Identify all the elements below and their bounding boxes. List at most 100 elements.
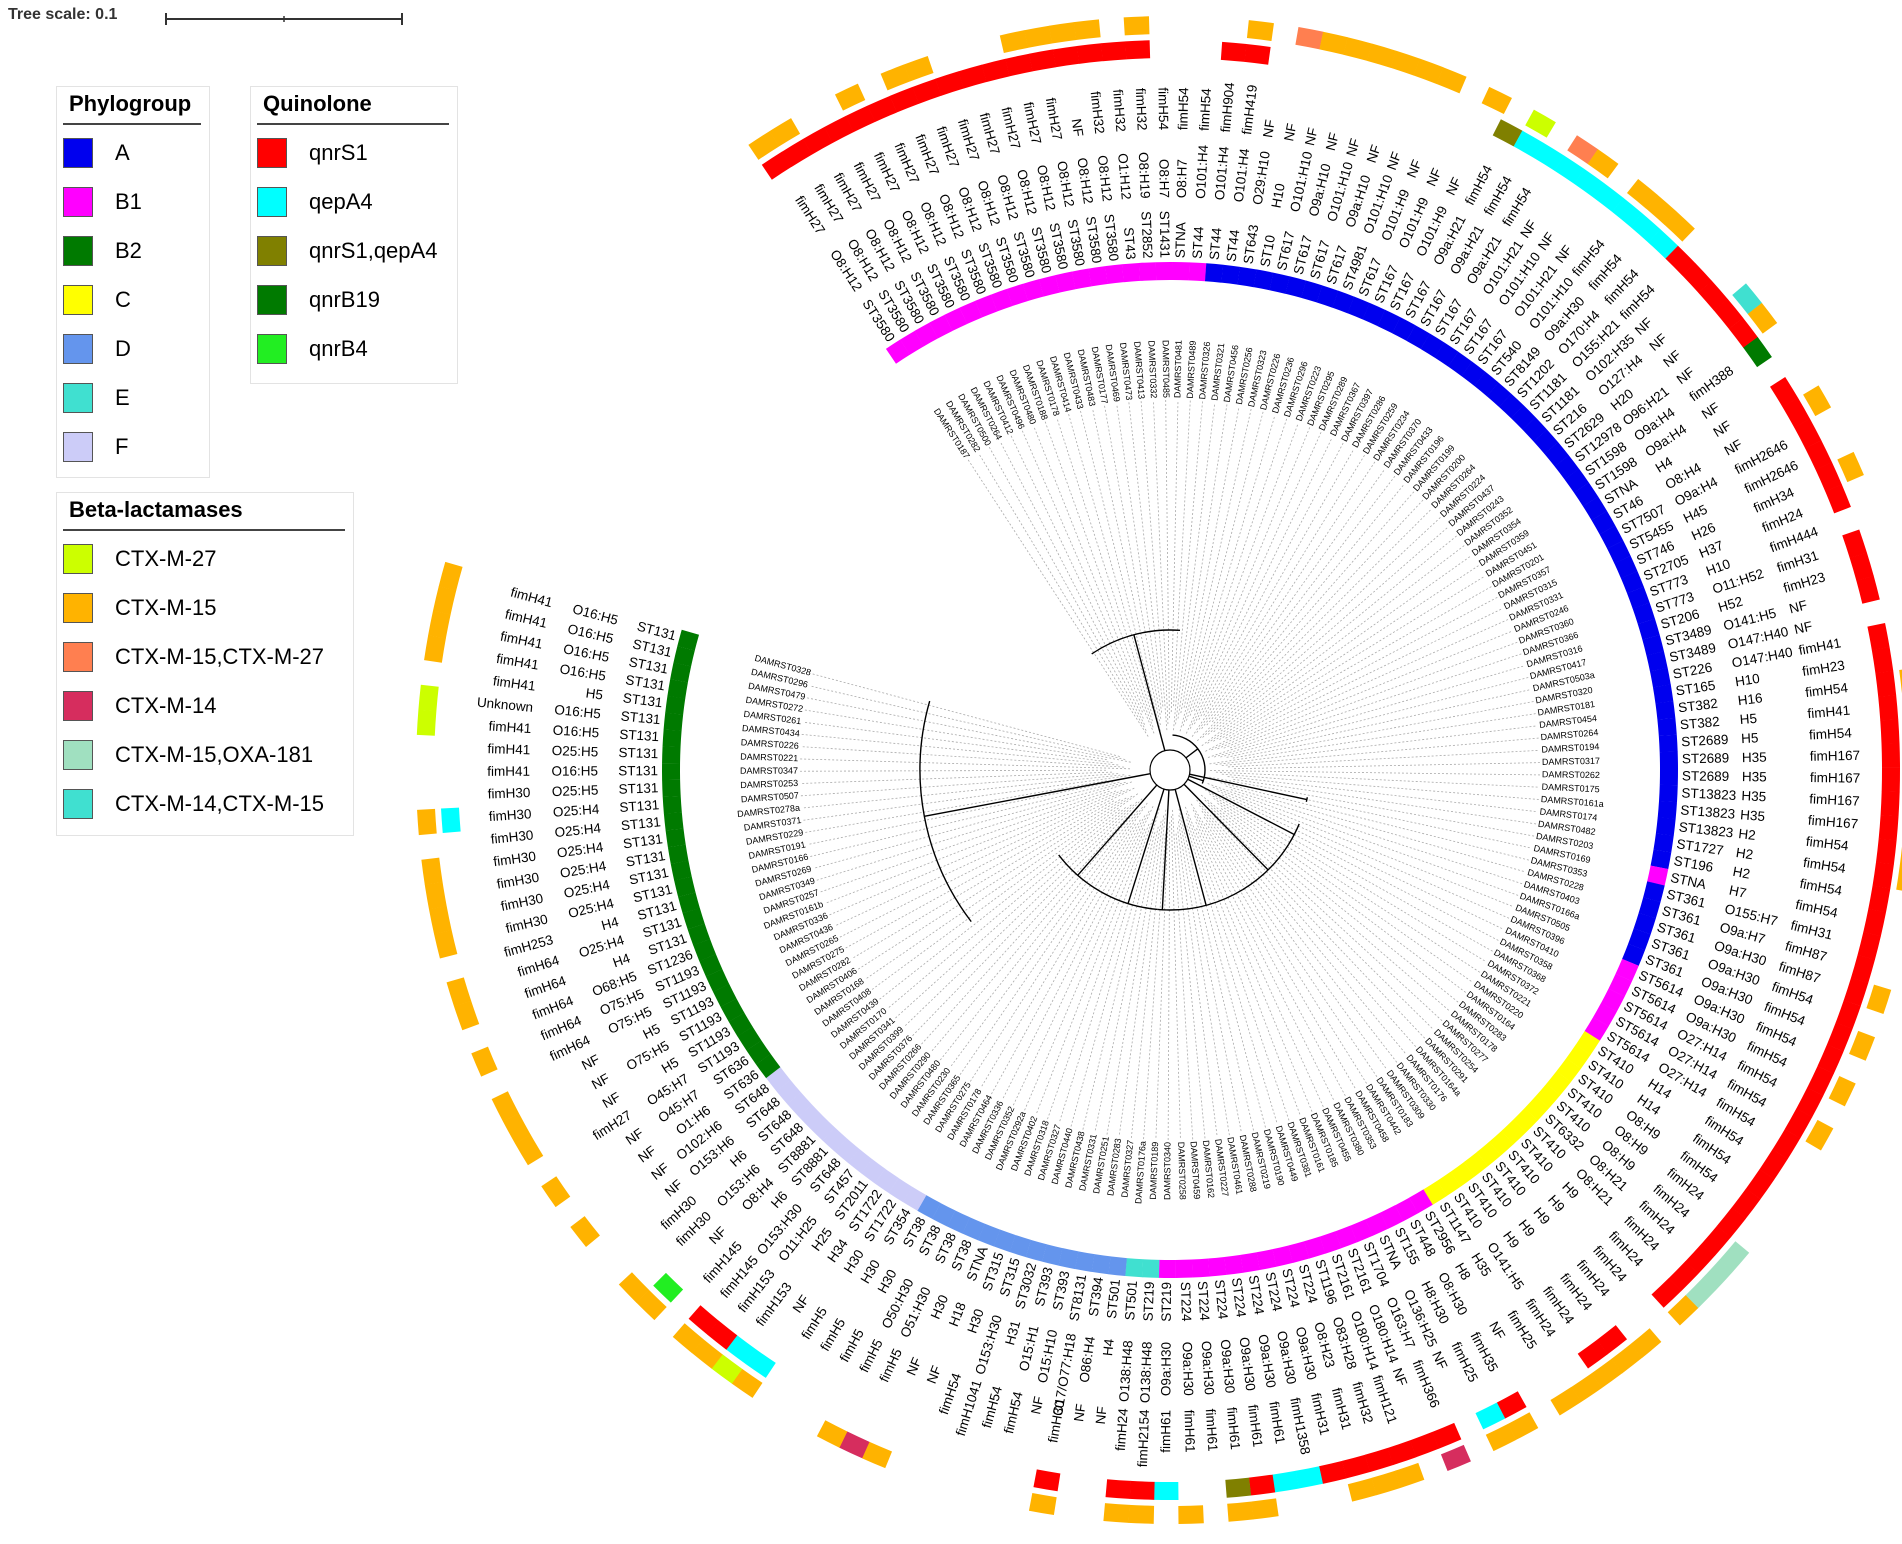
phylogroup-segment — [962, 1217, 985, 1241]
phylogroup-segment — [1622, 943, 1646, 966]
sequence-type: ST501 — [1104, 1278, 1123, 1319]
fimh-type: fimH54 — [979, 1384, 1005, 1430]
leaf-connector — [1012, 806, 1154, 1106]
quinolone-segment — [824, 115, 854, 144]
isolate-id: DAMRST0317 — [1542, 756, 1600, 767]
leaf-connector — [1143, 833, 1166, 1140]
quinolone-segment — [1875, 838, 1897, 865]
sequence-type: STNA — [1669, 870, 1707, 892]
phylogroup-segment — [1423, 1180, 1448, 1205]
isolate-id: DAMRST0175 — [1541, 782, 1599, 795]
fimh-type: fimH30 — [490, 827, 534, 846]
phylogroup-segment — [1566, 1044, 1591, 1069]
phylogroup-segment — [1649, 667, 1671, 688]
quinolone-segment — [1272, 1470, 1300, 1493]
leaf-connector — [1155, 827, 1169, 1140]
leaf-connector — [1173, 401, 1203, 731]
leaf-connector — [1128, 402, 1164, 707]
phylogroup-segment — [1175, 1259, 1193, 1278]
beta-lactamase-segment — [446, 977, 472, 1007]
fimh-type: NF — [1424, 166, 1445, 189]
clade-branch — [1077, 784, 1158, 876]
isolate-id: DAMRST0489 — [1185, 340, 1198, 398]
phylogroup-segment — [1409, 1189, 1433, 1214]
quinolone-segment — [1129, 1480, 1155, 1500]
beta-lactamase-segment — [1899, 846, 1902, 866]
phylogroup-segment — [947, 1210, 970, 1234]
beta-lactamase-segment — [515, 1134, 544, 1166]
beta-lactamase-segment — [434, 929, 458, 959]
phylogroup-segment — [1188, 262, 1207, 282]
fimh-labels: fimH27fimH27fimH27fimH27fimH27fimH27fimH… — [476, 81, 1860, 1467]
fimh-type: NF — [790, 1292, 813, 1315]
leaf-connector — [1229, 641, 1518, 749]
sequence-type: ST131 — [625, 848, 667, 869]
phylogroup-segment — [993, 1229, 1016, 1253]
fimh-type: fimH27 — [1043, 97, 1065, 142]
legend-phylogroup-item: C — [63, 284, 131, 316]
isolate-id: DAMRST0176a — [1133, 1141, 1147, 1205]
beta-lactamase-segment — [1626, 178, 1658, 209]
beta-lactamase-segment — [416, 709, 437, 736]
leaf-connector — [879, 809, 1121, 1000]
quinolone-segment — [1364, 1447, 1394, 1473]
tree-root — [1149, 749, 1191, 791]
fimh-type: fimH54 — [1175, 87, 1191, 131]
quinolone-segment — [1577, 1339, 1608, 1369]
leaf-connector — [1219, 535, 1457, 730]
quinolone-segment — [1856, 575, 1880, 604]
leaf-connector — [800, 758, 1131, 770]
phylogroup-segment — [1638, 897, 1661, 919]
phylogroup-segment — [1463, 1152, 1489, 1177]
serotype: H4 — [611, 950, 633, 970]
phylogroup-segment — [1141, 1259, 1160, 1278]
serotype: H35 — [1742, 750, 1767, 765]
leaf-connector — [1211, 810, 1434, 1030]
leaf-connector — [1206, 483, 1405, 726]
leaf-connector — [1227, 749, 1540, 768]
leaf-connector — [1186, 825, 1278, 1125]
serotype: H35 — [1742, 769, 1767, 784]
leaf-connector — [1209, 713, 1536, 765]
legend-quinolone-item: qnrS1,qepA4 — [257, 235, 437, 267]
phylogroup-segment — [1633, 912, 1656, 935]
fimh-type: fimH41 — [492, 673, 536, 693]
beta-lactamase-segment — [1630, 1328, 1662, 1359]
sequence-type: ST219 — [1140, 1281, 1157, 1321]
phylogroup-segment — [665, 695, 686, 715]
quinolone-segment — [1596, 1325, 1628, 1355]
phylogroup-segment — [665, 828, 686, 848]
serotype: O8:H12 — [1074, 157, 1096, 205]
leaf-connector — [1199, 805, 1407, 1055]
serotype: H7 — [1728, 883, 1748, 901]
phylogroup-segment — [1450, 1162, 1475, 1187]
leaf-connector — [967, 459, 1149, 737]
quinolone-segment — [1475, 1402, 1506, 1430]
sequence-type: ST131 — [618, 780, 658, 796]
leaf-connector — [839, 787, 1135, 938]
phylogroup-segment — [1499, 393, 1524, 419]
phylogroup-segment — [1486, 382, 1512, 408]
fimh-type: fimH167 — [1810, 770, 1860, 786]
quinolone-segment — [1871, 646, 1894, 674]
leaf-connector — [1204, 799, 1451, 1012]
beta-lactamase-segment — [1343, 37, 1373, 61]
beta-lactamase-segment — [1024, 25, 1053, 48]
phylogroup-segment — [1601, 988, 1625, 1012]
fimh-type: fimH54 — [1802, 855, 1847, 876]
serotype: O9a:H30 — [1158, 1342, 1173, 1396]
tree-branches — [919, 629, 1309, 923]
legend-beta-lactamases-item: CTX-M-14,CTX-M-15 — [63, 788, 324, 820]
quinolone-segment — [1805, 440, 1832, 470]
sequence-type: ST1431 — [1157, 211, 1173, 258]
phylogroup-segment — [1172, 262, 1190, 281]
leaf-connector — [864, 795, 1133, 980]
beta-lactamase-segment — [1128, 1504, 1155, 1524]
legend-label: F — [115, 434, 129, 459]
sequence-type: ST131 — [619, 727, 660, 744]
phylogroup-segment — [1489, 1130, 1514, 1156]
phylogroup-segment — [1088, 266, 1108, 287]
beta-lactamase-segment — [672, 1323, 704, 1354]
serotype: H5 — [1741, 730, 1759, 746]
isolate-id: DAMRST0413 — [1132, 341, 1146, 400]
